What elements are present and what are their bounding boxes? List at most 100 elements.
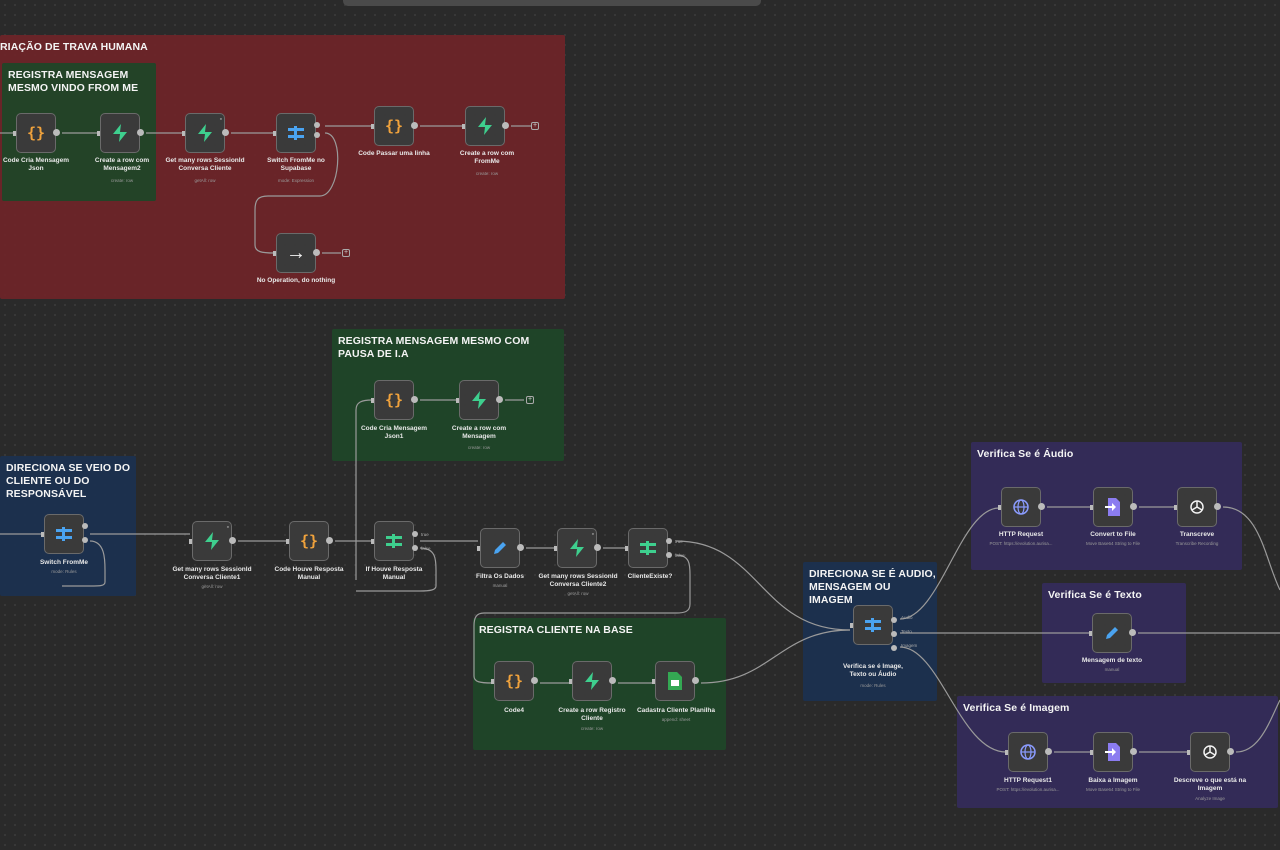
output-pin[interactable]	[313, 249, 320, 256]
output-pin[interactable]	[666, 552, 672, 558]
output-pin[interactable]	[891, 631, 897, 637]
node-create-row-mensagem[interactable]	[456, 380, 503, 420]
output-pin[interactable]	[666, 538, 672, 544]
node-code-cria-mensagem-json[interactable]: {}	[13, 113, 60, 153]
output-pin[interactable]	[1214, 503, 1221, 510]
node-baixa-a-imagem[interactable]	[1090, 732, 1137, 772]
node-label: Get many rows SessionId Conversa Cliente…	[172, 566, 252, 581]
output-pin[interactable]	[82, 523, 88, 529]
output-pin[interactable]	[411, 396, 418, 403]
input-pin[interactable]	[462, 124, 465, 129]
output-pin[interactable]	[82, 537, 88, 543]
input-pin[interactable]	[477, 546, 480, 551]
input-pin[interactable]	[273, 251, 276, 256]
input-pin[interactable]	[569, 679, 572, 684]
node-switch-fromme-supabase[interactable]	[273, 113, 320, 153]
input-pin[interactable]	[371, 124, 374, 129]
input-pin[interactable]	[286, 539, 289, 544]
output-pin[interactable]	[53, 129, 60, 136]
node-transcreve[interactable]	[1174, 487, 1221, 527]
output-pin[interactable]	[891, 645, 897, 651]
input-pin[interactable]	[1089, 631, 1092, 636]
node-http-request1[interactable]	[1005, 732, 1052, 772]
output-pin[interactable]	[411, 122, 418, 129]
add-node-plus-icon[interactable]: +	[342, 249, 350, 257]
node-create-row-fromme[interactable]	[462, 106, 509, 146]
input-pin[interactable]	[182, 131, 185, 136]
node-descreve-imagem[interactable]	[1187, 732, 1234, 772]
group-title: DIRECIONA SE É AUDIO, MENSAGEM OU IMAGEM	[809, 568, 936, 606]
node-mensagem-de-texto[interactable]	[1089, 613, 1136, 653]
input-pin[interactable]	[13, 131, 16, 136]
node-code-houve-resposta-manual[interactable]: {}	[286, 521, 333, 561]
node-cadastra-cliente-planilha[interactable]	[652, 661, 699, 701]
node-verifica-tipo[interactable]	[850, 605, 897, 651]
node-label: Code Houve Resposta Manual	[274, 566, 344, 581]
supabase-icon	[573, 662, 611, 700]
node-cliente-existe[interactable]	[625, 528, 672, 568]
output-pin[interactable]	[531, 677, 538, 684]
output-pin[interactable]	[314, 132, 320, 138]
node-get-many-rows-conversa-cliente1[interactable]: ▫	[189, 521, 236, 561]
node-code-cria-mensagem-json1[interactable]: {}	[371, 380, 418, 420]
output-pin[interactable]	[314, 122, 320, 128]
output-pin[interactable]	[222, 129, 229, 136]
output-pin[interactable]	[326, 537, 333, 544]
output-label-imagem: Imagem	[901, 643, 918, 648]
output-pin[interactable]	[412, 531, 418, 537]
node-filtra-os-dados[interactable]	[477, 528, 524, 568]
node-subtitle: POST: https://evolution.aurisa...	[996, 787, 1060, 792]
input-pin[interactable]	[652, 679, 655, 684]
output-pin[interactable]	[517, 544, 524, 551]
node-code-passar-uma-linha[interactable]: {}	[371, 106, 418, 146]
output-pin[interactable]	[137, 129, 144, 136]
output-pin[interactable]	[229, 537, 236, 544]
node-get-many-rows-conversa-cliente2[interactable]: ▫	[554, 528, 601, 568]
output-pin[interactable]	[496, 396, 503, 403]
node-http-request[interactable]	[998, 487, 1045, 527]
output-pin[interactable]	[692, 677, 699, 684]
output-pin[interactable]	[891, 617, 897, 623]
output-pin[interactable]	[502, 122, 509, 129]
output-pin[interactable]	[1045, 748, 1052, 755]
input-pin[interactable]	[189, 539, 192, 544]
input-pin[interactable]	[371, 539, 374, 544]
node-switch-fromme[interactable]	[41, 514, 88, 554]
input-pin[interactable]	[850, 623, 853, 628]
input-pin[interactable]	[1090, 750, 1093, 755]
input-pin[interactable]	[41, 532, 44, 537]
add-node-plus-icon[interactable]: +	[531, 122, 539, 130]
node-create-row-registro-cliente[interactable]	[569, 661, 616, 701]
input-pin[interactable]	[998, 505, 1001, 510]
node-if-houve-resposta-manual[interactable]	[371, 521, 418, 561]
input-pin[interactable]	[1187, 750, 1190, 755]
output-pin[interactable]	[594, 544, 601, 551]
input-pin[interactable]	[456, 398, 459, 403]
output-pin[interactable]	[412, 545, 418, 551]
output-pin[interactable]	[1130, 748, 1137, 755]
canvas-top-bar[interactable]	[343, 0, 761, 6]
group-pausa-ia[interactable]: REGISTRA MENSAGEM MESMO COM PAUSA DE I.A	[332, 329, 564, 461]
node-no-operation[interactable]: →	[273, 233, 320, 273]
output-pin[interactable]	[1227, 748, 1234, 755]
node-label: Convert to File	[1090, 531, 1136, 538]
input-pin[interactable]	[1174, 505, 1177, 510]
input-pin[interactable]	[371, 398, 374, 403]
output-label-false: false	[675, 553, 685, 558]
output-pin[interactable]	[1130, 503, 1137, 510]
input-pin[interactable]	[1090, 505, 1093, 510]
output-pin[interactable]	[1038, 503, 1045, 510]
input-pin[interactable]	[97, 131, 100, 136]
node-get-many-rows-conversa-cliente[interactable]: ▫	[182, 113, 229, 153]
input-pin[interactable]	[273, 131, 276, 136]
node-code4[interactable]: {}	[491, 661, 538, 701]
input-pin[interactable]	[1005, 750, 1008, 755]
input-pin[interactable]	[491, 679, 494, 684]
input-pin[interactable]	[554, 546, 557, 551]
add-node-plus-icon[interactable]: +	[526, 396, 534, 404]
node-create-row-mensagem2[interactable]	[97, 113, 144, 153]
output-pin[interactable]	[1129, 629, 1136, 636]
output-pin[interactable]	[609, 677, 616, 684]
node-convert-to-file[interactable]	[1090, 487, 1137, 527]
input-pin[interactable]	[625, 546, 628, 551]
